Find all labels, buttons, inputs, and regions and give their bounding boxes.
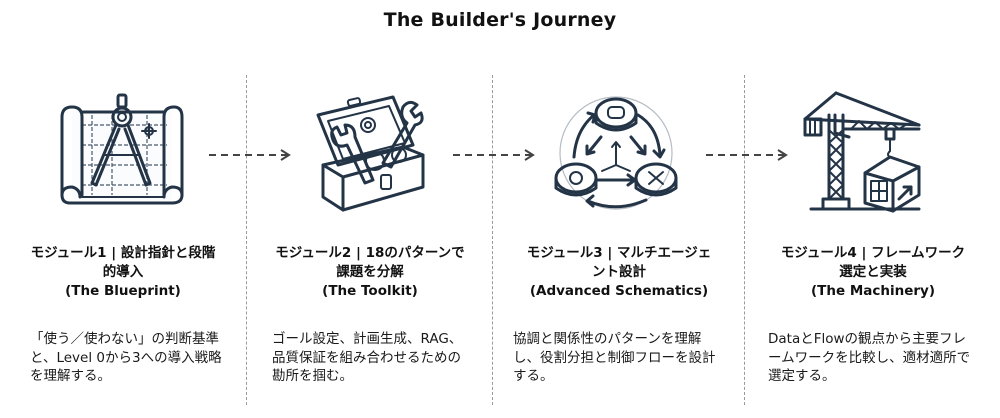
module-heading-line2: 課題を分解	[336, 264, 404, 280]
module-description: DataとFlowの観点から主要フレームワークを比較し、適材適所で選定する。	[768, 331, 971, 384]
agent-node-right	[634, 162, 678, 197]
column-separator	[744, 75, 745, 405]
crane-icon	[803, 91, 921, 213]
dashed-arrow-2-to-3	[453, 149, 535, 161]
module-subtitle: (The Toolkit)	[322, 283, 418, 299]
module-heading: モジュール4 | フレームワーク 選定と実装 (The Machinery)	[746, 244, 1000, 301]
module-heading: モジュール3 | マルチエージェ ント設計 (Advanced Schemati…	[494, 244, 744, 301]
blueprint-compass-icon	[60, 93, 184, 205]
module-subtitle: (Advanced Schematics)	[529, 283, 709, 299]
module-heading: モジュール1 | 設計指針と段階 的導入 (The Blueprint)	[0, 244, 246, 301]
module-heading-line1: モジュール1 | 設計指針と段階	[30, 245, 216, 261]
diagram-title: The Builder's Journey	[383, 9, 617, 31]
module-heading: モジュール2 | 18のパターンで 課題を分解 (The Toolkit)	[248, 244, 492, 301]
column-separator	[492, 75, 493, 405]
module-3: モジュール3 | マルチエージェ ント設計 (Advanced Schemati…	[494, 0, 744, 418]
module-description: 協調と関係性のパターンを理解し、役割分担と制御フローを設計する。	[513, 331, 716, 384]
dashed-arrow-1-to-2	[209, 149, 291, 161]
agent-node-top	[594, 97, 638, 132]
module-1: モジュール1 | 設計指針と段階 的導入 (The Blueprint) 「使う…	[0, 0, 246, 418]
agent-node-left	[554, 162, 598, 197]
module-2: モジュール2 | 18のパターンで 課題を分解 (The Toolkit) ゴー…	[248, 0, 492, 418]
module-heading-line1: モジュール3 | マルチエージェ	[526, 245, 712, 261]
module-heading-line2: 選定と実装	[839, 264, 907, 280]
module-subtitle: (The Blueprint)	[65, 283, 181, 299]
multi-agent-network-icon	[554, 96, 678, 210]
module-heading-line1: モジュール2 | 18のパターンで	[275, 245, 465, 261]
module-heading-line2: 的導入	[102, 264, 144, 280]
module-heading-line2: ント設計	[592, 264, 646, 280]
module-description: ゴール設定、計画生成、RAG、品質保証を組み合わせるための勘所を掴む。	[272, 331, 463, 384]
module-subtitle: (The Machinery)	[810, 283, 936, 299]
module-description: 「使う／使わない」の判断基準と、Level 0から3への導入戦略を理解する。	[30, 331, 222, 384]
module-4: モジュール4 | フレームワーク 選定と実装 (The Machinery) D…	[746, 0, 1000, 418]
dashed-arrow-3-to-4	[706, 149, 788, 161]
toolbox-icon	[316, 95, 425, 212]
column-separator	[246, 75, 247, 405]
module-heading-line1: モジュール4 | フレームワーク	[780, 245, 966, 261]
